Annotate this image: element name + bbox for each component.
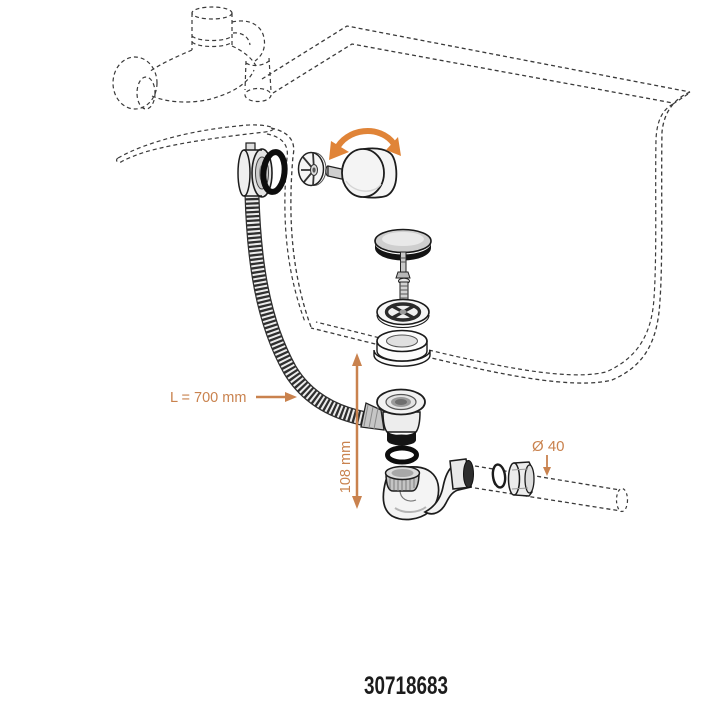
- trap-oring-seal: [385, 445, 419, 465]
- arrow-down-small-icon: [543, 467, 551, 476]
- rotation-arrow-icon: [329, 128, 401, 160]
- outlet-cone-gasket: [491, 463, 507, 489]
- tap-spout-outlet: [244, 87, 272, 103]
- bathtub-outline: [115, 25, 691, 384]
- fixing-screw: [398, 277, 410, 302]
- flexible-corrugated-hose: [244, 195, 368, 427]
- overflow-rosette: [297, 151, 327, 187]
- overflow-control-knob: [325, 147, 398, 199]
- overflow-oring-seal: [260, 149, 288, 195]
- drain-seal-ring: [373, 329, 431, 367]
- drain-waste-body: [360, 388, 426, 446]
- dim-trap-height: 108 mm: [338, 353, 362, 509]
- arrow-down-icon: [352, 496, 362, 509]
- drain-plug-stopper: [374, 228, 432, 279]
- pipe-diameter-label: Ø 40: [532, 438, 565, 455]
- dim-pipe-diameter: Ø 40: [532, 438, 565, 476]
- drain-strainer-cross: [376, 298, 430, 329]
- outlet-compression-nut: [507, 461, 535, 497]
- hose-length-label: L = 700 mm: [170, 390, 246, 406]
- arrow-up-icon: [352, 353, 362, 366]
- tub-rim-edge: [115, 124, 274, 163]
- tap-handle: [112, 56, 158, 110]
- siphon-p-trap: [382, 458, 474, 521]
- bath-mixer-tap-outline: [112, 6, 272, 110]
- trap-height-label: 108 mm: [338, 441, 354, 493]
- dim-hose-length: L = 700 mm: [170, 390, 297, 406]
- product-number: 30718683: [364, 672, 448, 700]
- arrow-right-icon: [285, 392, 297, 402]
